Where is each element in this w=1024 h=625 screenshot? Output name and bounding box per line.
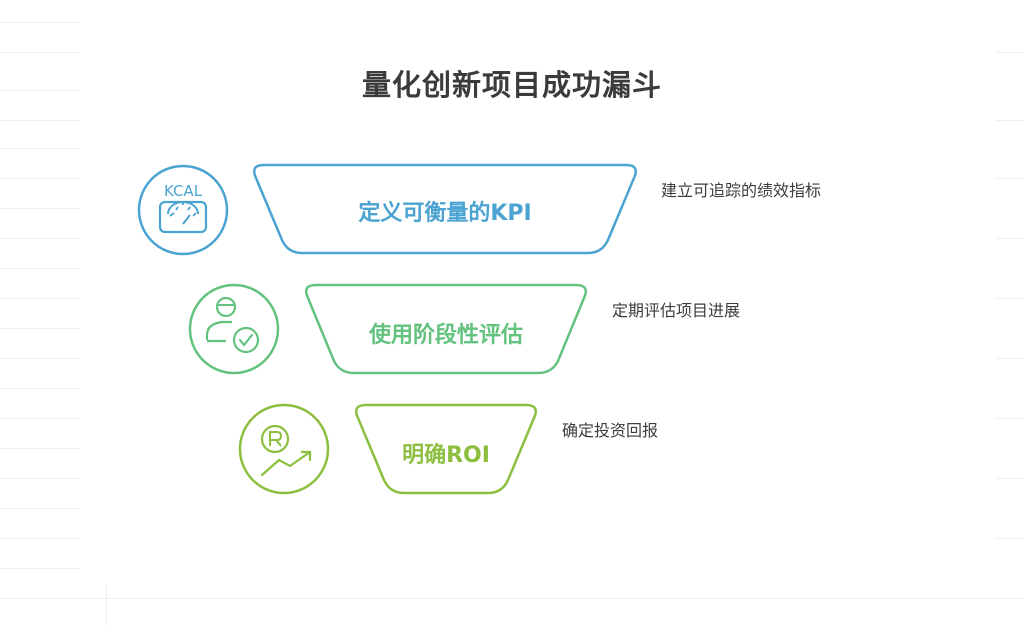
funnel-stage-1-label: 定义可衡量的KPI — [358, 201, 532, 226]
kcal-text: KCAL — [164, 182, 203, 200]
funnel-stage-3-description: 确定投资回报 — [562, 421, 659, 440]
funnel-stage-2-label: 使用阶段性评估 — [368, 323, 523, 348]
funnel-stage-1-description: 建立可追踪的绩效指标 — [661, 181, 822, 200]
diagram-title: 量化创新项目成功漏斗 — [361, 68, 662, 102]
funnel-stage-2-description: 定期评估项目进展 — [612, 301, 741, 320]
funnel-stage-3-label: 明确ROI — [402, 443, 490, 468]
